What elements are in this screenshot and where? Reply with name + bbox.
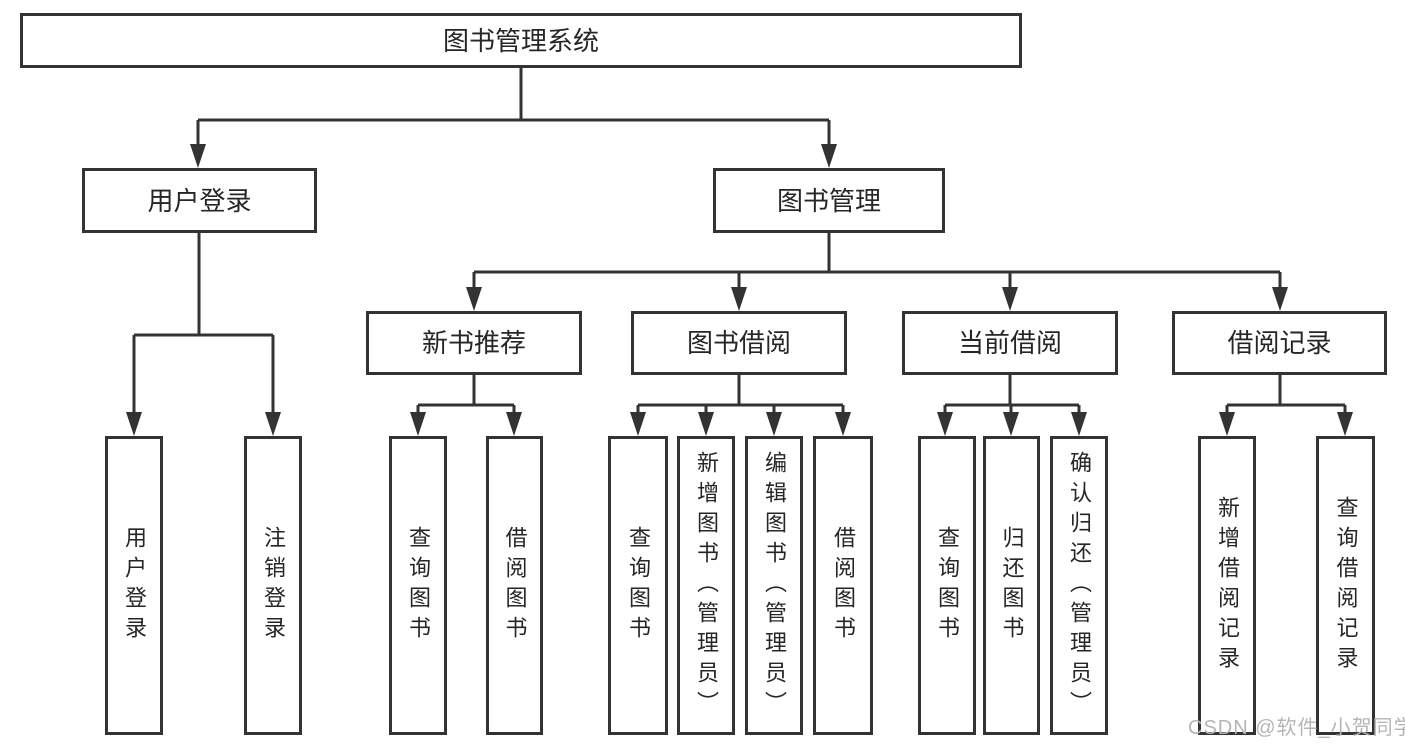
connector-root-to-level2 <box>190 68 837 168</box>
leaf-label: 查询图书 <box>626 525 651 646</box>
node-label: 用户登录 <box>147 185 252 216</box>
leaf-label: 注销登录 <box>261 525 286 646</box>
leaf-label: 归还图书 <box>999 525 1025 646</box>
arrowhead-down <box>1071 412 1087 436</box>
leaf-label: 借阅图书 <box>502 525 528 646</box>
arrowhead-down <box>766 412 782 436</box>
arrowhead-down <box>1003 412 1019 436</box>
arrowhead-down <box>466 287 482 311</box>
connector-current-borrow-group <box>937 375 1087 436</box>
arrowhead-down <box>265 412 281 436</box>
node-label: 借阅记录 <box>1227 328 1332 358</box>
leaf-label: 用户登录 <box>122 525 147 646</box>
leaf-label: 新增图书（管理员） <box>694 450 719 721</box>
leaf-bb-borrow-book: 借阅图书 <box>813 436 873 735</box>
connector-new-book-group <box>410 375 522 436</box>
node-label: 图书借阅 <box>686 328 791 358</box>
leaf-cb-return-book: 归还图书 <box>983 436 1040 735</box>
leaf-logout: 注销登录 <box>244 436 302 735</box>
csdn-watermark: CSDN @软件_小贺同学 <box>1188 717 1405 739</box>
node-root: 图书管理系统 <box>20 13 1022 68</box>
arrowhead-down <box>1272 287 1288 311</box>
leaf-cb-query-book: 查询图书 <box>918 436 976 735</box>
node-borrow-record: 借阅记录 <box>1172 311 1387 375</box>
arrowhead-down <box>937 412 953 436</box>
arrowhead-down <box>410 412 426 436</box>
arrowhead-down <box>190 144 206 168</box>
leaf-br-query-record: 查询借阅记录 <box>1316 436 1375 735</box>
node-book-borrow: 图书借阅 <box>631 311 847 375</box>
arrowhead-down <box>506 412 522 436</box>
arrowhead-down <box>126 412 142 436</box>
arrowhead-down <box>630 412 646 436</box>
connector-user-login-group <box>126 233 281 436</box>
node-label: 新书推荐 <box>421 328 526 358</box>
leaf-br-add-record: 新增借阅记录 <box>1198 436 1256 735</box>
leaf-bb-edit-book-admin: 编辑图书（管理员） <box>745 436 803 735</box>
leaf-cb-confirm-return-admin: 确认归还（管理员） <box>1050 436 1108 735</box>
leaf-label: 查询图书 <box>935 525 960 646</box>
leaf-label: 查询借阅记录 <box>1333 495 1359 676</box>
node-label: 当前借阅 <box>957 328 1062 358</box>
leaf-label: 确认归还（管理员） <box>1067 450 1092 721</box>
arrowhead-down <box>1002 287 1018 311</box>
node-user-login: 用户登录 <box>82 168 317 233</box>
arrowhead-down <box>1219 412 1235 436</box>
leaf-nb-borrow-book: 借阅图书 <box>486 436 543 735</box>
node-book-management: 图书管理 <box>713 168 945 233</box>
node-label: 图书管理 <box>776 185 881 216</box>
leaf-label: 新增借阅记录 <box>1215 495 1240 676</box>
arrowhead-down <box>731 287 747 311</box>
leaf-bb-query-book: 查询图书 <box>608 436 668 735</box>
node-label: 图书管理系统 <box>442 25 599 56</box>
arrowhead-down <box>1337 412 1353 436</box>
leaf-label: 查询图书 <box>406 525 431 646</box>
arrowhead-down <box>835 412 851 436</box>
leaf-bb-add-book-admin: 新增图书（管理员） <box>677 436 735 735</box>
leaf-nb-query-book: 查询图书 <box>389 436 447 735</box>
connector-borrow-record-group <box>1219 375 1353 436</box>
leaf-label: 编辑图书（管理员） <box>762 450 787 721</box>
arrowhead-down <box>821 144 837 168</box>
connector-book-management-group <box>466 233 1288 311</box>
arrowhead-down <box>698 412 714 436</box>
leaf-user-login: 用户登录 <box>105 436 163 735</box>
connector-book-borrow-group <box>630 375 851 436</box>
leaf-label: 借阅图书 <box>831 525 856 646</box>
node-current-borrow: 当前借阅 <box>902 311 1118 375</box>
node-new-book-recommend: 新书推荐 <box>366 311 582 375</box>
